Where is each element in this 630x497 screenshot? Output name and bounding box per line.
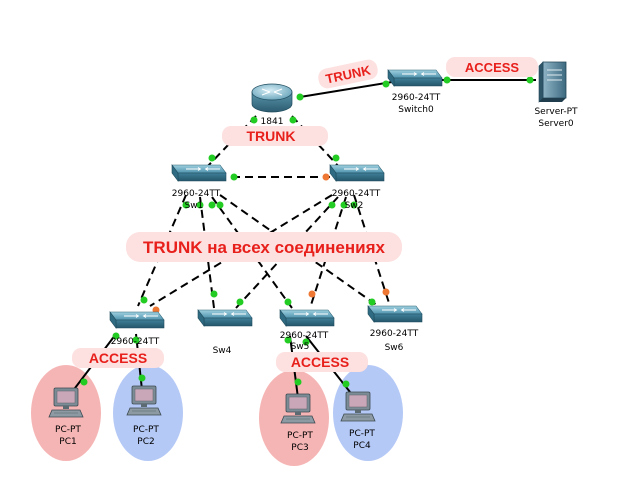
sw2-model: 2960-24TT [332,189,381,199]
sw1-name: Sw1 [185,201,204,211]
sw4-name: Sw4 [213,346,232,356]
pc3-name: PC3 [291,443,308,453]
sw1-model: 2960-24TT [172,189,221,199]
sw3[interactable]: 2960-24TT [109,311,165,347]
sw6[interactable]: 2960-24TT Sw6 [367,305,423,353]
trunk-all-pill: TRUNK на всех соединениях [126,232,402,262]
sw5-name: Sw5 [291,342,310,352]
link-sw1-sw3 [137,194,187,307]
server0-model: Server-PT [534,107,578,117]
trunk-router-label: TRUNK [247,128,296,144]
sw5[interactable]: 2960-24TT Sw5 [279,309,335,352]
sw3-model: 2960-24TT [111,337,160,347]
pc4-name: PC4 [353,441,371,451]
vlan-area-pc4 [333,365,403,461]
sw4[interactable]: Sw4 [197,309,253,356]
pc1[interactable]: PC-PT PC1 [48,387,84,447]
access-right-label: ACCESS [291,354,349,370]
pc2-model: PC-PT [133,425,159,435]
server0[interactable]: Server-PT Server0 [534,61,578,129]
pc4[interactable]: PC-PT PC4 [340,391,376,451]
sw2-name: Sw2 [345,201,364,211]
vlan-areas [31,365,403,466]
switch0-model: 2960-24TT [392,93,441,103]
access-top-label: ACCESS [465,60,520,75]
access-right-pill: ACCESS [276,352,368,372]
sw5-model: 2960-24TT [280,331,329,341]
router-1841[interactable]: 1841 [251,83,293,127]
pc2-name: PC2 [137,437,154,447]
pc2[interactable]: PC-PT PC2 [126,385,162,447]
link-router-sw2 [291,115,341,169]
trunk-all-label: TRUNK на всех соединениях [143,238,385,257]
pc4-model: PC-PT [349,429,375,439]
link-router-switch0 [299,81,393,98]
pc1-model: PC-PT [55,425,81,435]
trunk-router-pill: TRUNK [222,126,328,146]
access-left-label: ACCESS [89,350,147,366]
sw1[interactable]: 2960-24TT Sw1 [171,164,227,211]
sw6-name: Sw6 [385,343,404,353]
pc1-name: PC1 [59,437,76,447]
sw2[interactable]: 2960-24TT Sw2 [329,164,385,211]
switch0-name: Switch0 [398,105,434,115]
router-model: 1841 [261,117,284,127]
pc3-model: PC-PT [287,431,313,441]
sw6-model: 2960-24TT [370,329,419,339]
label-pills: TRUNK ACCESS TRUNK TRUNK на всех соедине… [72,57,538,372]
switch0[interactable]: 2960-24TT Switch0 [387,69,443,115]
access-top-pill: ACCESS [446,57,538,77]
access-left-pill: ACCESS [72,348,164,368]
pc3[interactable]: PC-PT PC3 [280,393,316,453]
server0-name: Server0 [538,119,574,129]
